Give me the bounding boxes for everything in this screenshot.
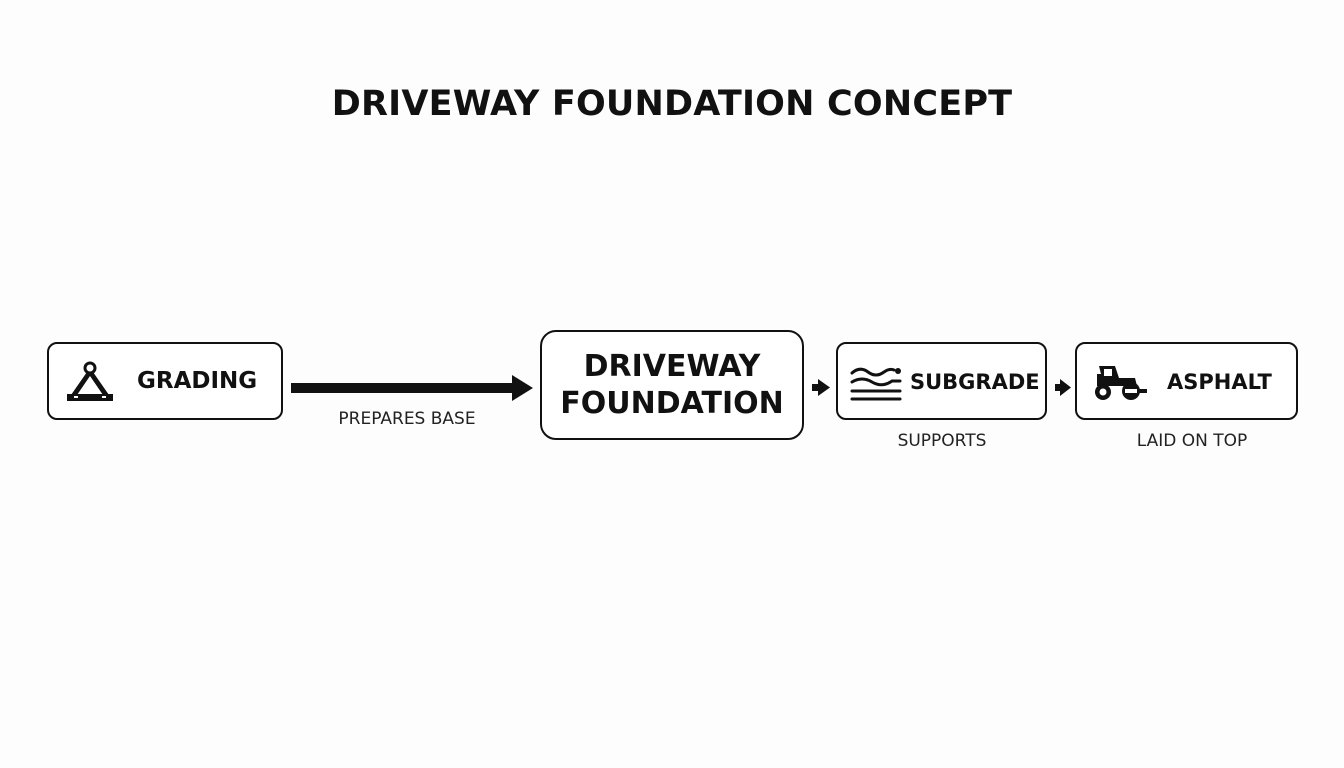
node-subgrade-label: SUBGRADE (910, 370, 1040, 394)
node-subgrade: SUBGRADE (836, 342, 1047, 420)
paving-roller-icon (1091, 360, 1149, 402)
soil-layers-icon (850, 364, 902, 402)
node-foundation-line1: DRIVEWAY (583, 349, 761, 384)
node-grading-label: GRADING (137, 368, 258, 394)
node-asphalt-label: ASPHALT (1167, 370, 1272, 394)
diagram-title: DRIVEWAY FOUNDATION CONCEPT (331, 84, 1013, 124)
node-asphalt: ASPHALT (1075, 342, 1298, 420)
arrow-foundation-to-subgrade (812, 379, 830, 396)
edge-label-laid-on-top: LAID ON TOP (1136, 431, 1248, 451)
arrow-subgrade-to-asphalt (1055, 379, 1071, 396)
node-foundation-line2: FOUNDATION (560, 386, 784, 421)
arrow-grading-to-foundation (291, 375, 533, 401)
edge-label-prepares-base: PREPARES BASE (338, 409, 476, 429)
edge-label-supports: SUPPORTS (897, 431, 987, 451)
grading-tool-icon (65, 361, 115, 403)
node-grading: GRADING (47, 342, 283, 420)
node-driveway-foundation: DRIVEWAY FOUNDATION (540, 330, 804, 440)
